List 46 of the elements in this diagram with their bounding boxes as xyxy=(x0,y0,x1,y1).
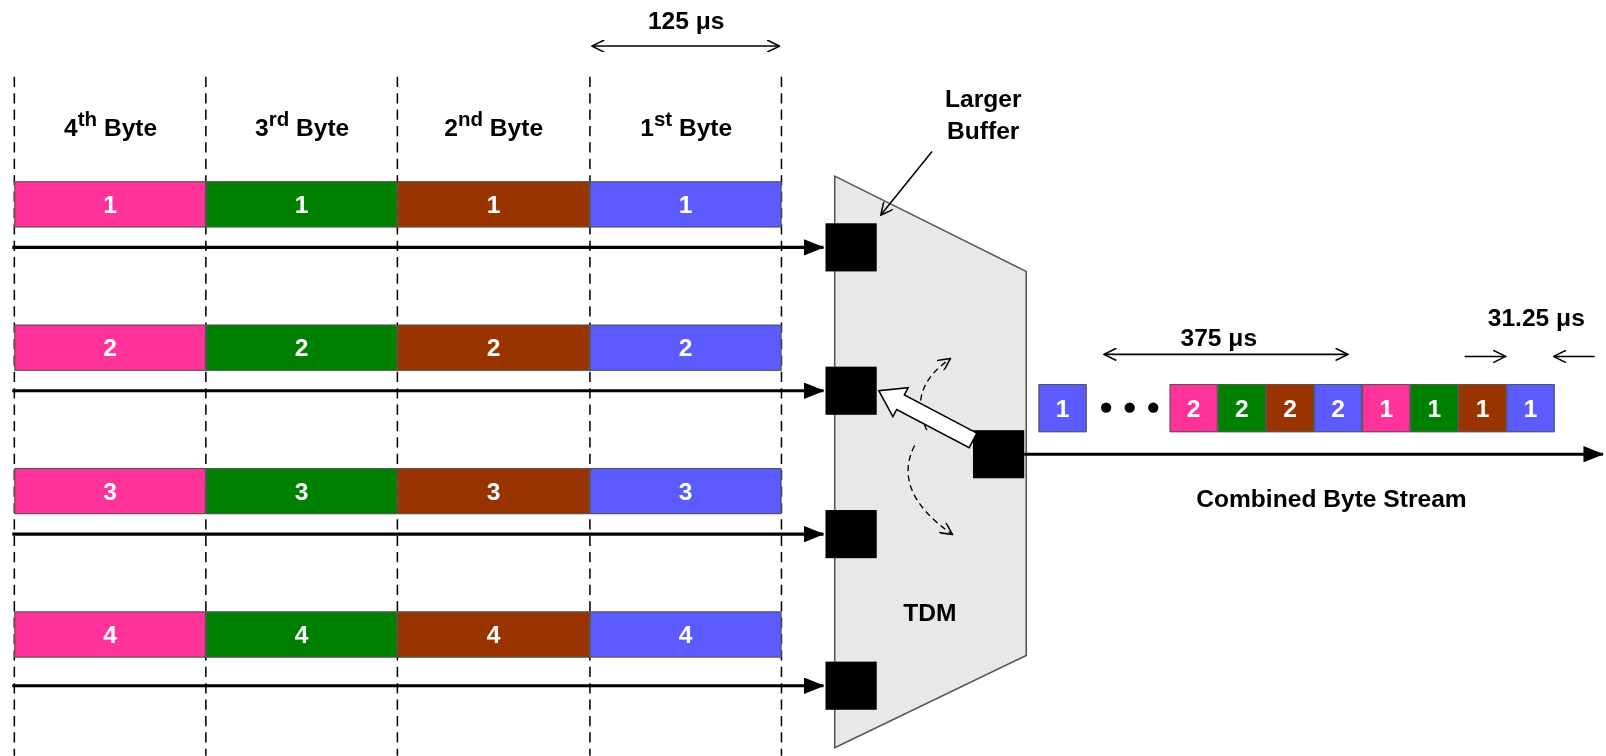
byte-cell: 1 xyxy=(589,181,782,228)
column-header: 3$^{rd}$ Byte xyxy=(255,108,350,142)
arrow xyxy=(12,239,825,256)
port-square xyxy=(825,661,877,710)
byte-cell: 4 xyxy=(14,611,206,658)
device-label: TDM xyxy=(903,598,957,627)
arrow xyxy=(12,677,825,694)
byte-cell: 4 xyxy=(589,611,782,658)
byte-cell: 1 xyxy=(1458,384,1507,433)
byte-cell: 3 xyxy=(14,468,206,515)
byte-cell: 1 xyxy=(397,181,590,228)
byte-cell: 4 xyxy=(205,611,398,658)
stream-label: Combined Byte Stream xyxy=(1196,484,1467,514)
dimension-label: 31.25 μs xyxy=(1487,303,1585,332)
byte-cell: 2 xyxy=(1314,384,1363,433)
byte-cell: 2 xyxy=(397,324,590,371)
port-square xyxy=(825,366,877,415)
byte-cell: 3 xyxy=(205,468,398,515)
byte-cell: 2 xyxy=(589,324,782,371)
byte-cell: 4 xyxy=(397,611,590,658)
byte-cell: 2 xyxy=(1217,384,1266,433)
byte-cell: 3 xyxy=(397,468,590,515)
byte-cell: 1 xyxy=(1038,384,1087,433)
column-header: 1$^{st}$ Byte xyxy=(640,108,733,142)
byte-cell: 1 xyxy=(1506,384,1555,433)
byte-cell: 1 xyxy=(205,181,398,228)
dimension-label: 375 μs xyxy=(1180,323,1258,353)
byte-cell: 2 xyxy=(1265,384,1315,433)
leader-line xyxy=(880,150,933,216)
arrow xyxy=(12,525,825,543)
dimension-label: 125 μs xyxy=(647,6,725,35)
port-square xyxy=(825,223,877,272)
arrow xyxy=(12,382,825,399)
selector-arrow xyxy=(877,386,978,449)
port-square xyxy=(825,510,877,559)
byte-cell: 1 xyxy=(14,181,206,228)
byte-cell: 2 xyxy=(205,324,398,371)
column-header: 2$^{nd}$ Byte xyxy=(444,108,544,142)
byte-cell: 1 xyxy=(1362,384,1411,433)
column-header: 4$^{th}$ Byte xyxy=(64,108,158,142)
byte-cell: 3 xyxy=(589,468,782,515)
port-square xyxy=(973,430,1025,479)
byte-cell: 1 xyxy=(1410,384,1459,433)
callout-text: Larger Buffer xyxy=(926,81,1040,148)
byte-cell: 2 xyxy=(14,324,206,371)
byte-cell: 2 xyxy=(1169,384,1218,433)
